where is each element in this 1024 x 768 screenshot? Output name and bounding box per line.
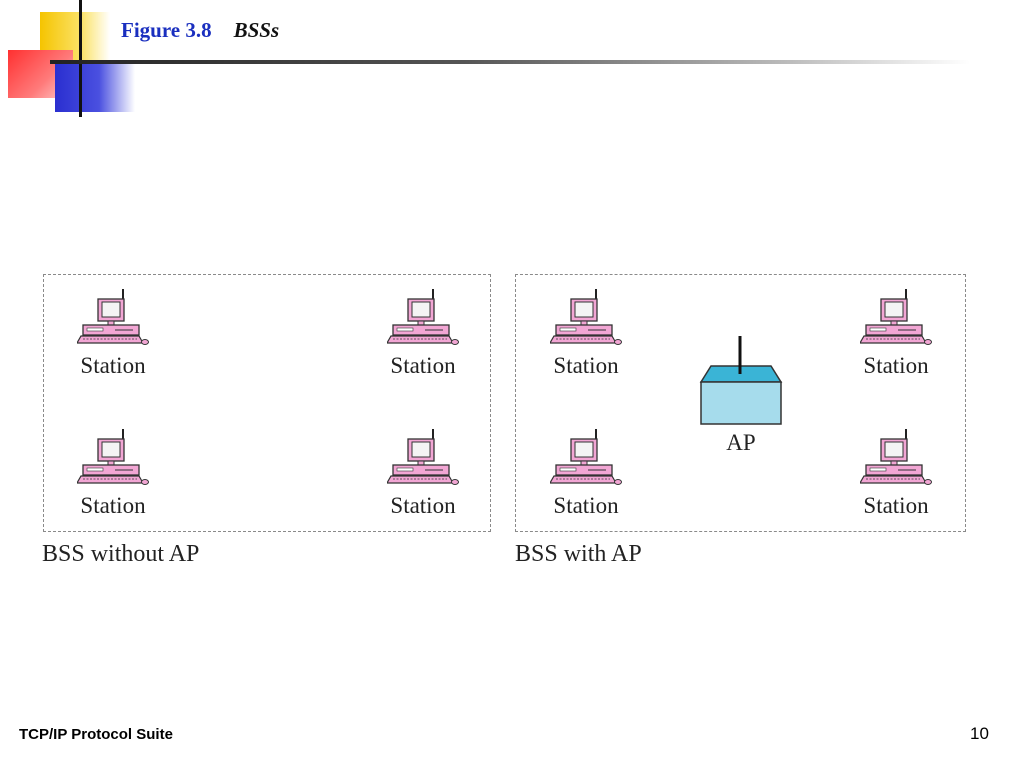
access-point-label: AP (726, 430, 756, 455)
footer-book-title: TCP/IP Protocol Suite (19, 726, 173, 743)
station-label: Station (80, 353, 146, 378)
station-node: Station (373, 287, 473, 387)
title-underline (50, 60, 970, 64)
computer-station-icon (387, 429, 459, 485)
station-node: Station (536, 427, 636, 527)
station-node: Station (846, 427, 946, 527)
slide-title: Figure 3.8 BSSs (121, 18, 279, 43)
logo-blue-square (55, 62, 135, 112)
computer-station-icon (77, 289, 149, 345)
page-number: 10 (970, 724, 989, 743)
computer-station-icon (860, 289, 932, 345)
logo-vertical-line (79, 0, 82, 117)
figure-label: Figure 3.8 (121, 18, 212, 42)
computer-station-icon (860, 429, 932, 485)
computer-station-icon (387, 289, 459, 345)
station-label: Station (553, 353, 619, 378)
bss-without-ap-panel (43, 274, 491, 532)
station-node: Station (63, 287, 163, 387)
station-label: Station (863, 353, 929, 378)
computer-station-icon (550, 429, 622, 485)
station-label: Station (863, 493, 929, 518)
station-node: Station (846, 287, 946, 387)
station-label: Station (80, 493, 146, 518)
bss-with-ap-caption: BSS with AP (515, 541, 642, 567)
access-point-node: AP (699, 336, 783, 460)
station-node: Station (536, 287, 636, 387)
bss-with-ap-panel (515, 274, 966, 532)
station-node: Station (373, 427, 473, 527)
station-label: Station (390, 353, 456, 378)
computer-station-icon (77, 429, 149, 485)
bss-without-ap-caption: BSS without AP (42, 541, 200, 567)
access-point-icon (699, 336, 783, 425)
station-label: Station (553, 493, 619, 518)
station-node: Station (63, 427, 163, 527)
figure-title: BSSs (233, 18, 280, 42)
station-label: Station (390, 493, 456, 518)
computer-station-icon (550, 289, 622, 345)
